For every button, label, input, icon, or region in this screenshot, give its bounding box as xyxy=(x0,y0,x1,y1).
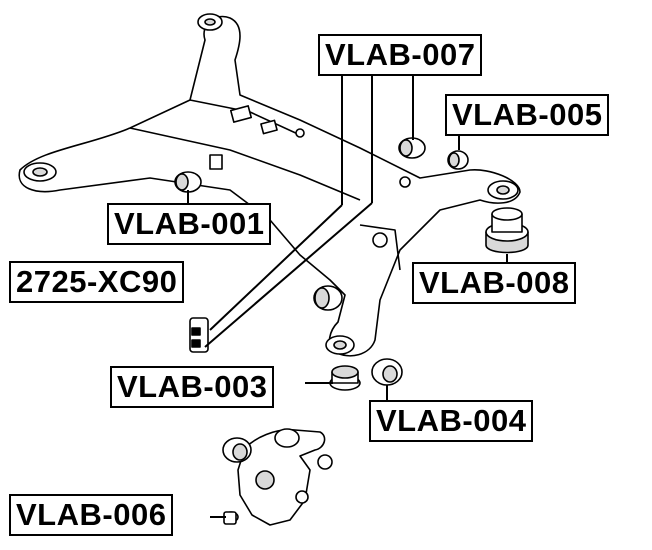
bushing-small-center xyxy=(209,154,223,170)
label-vlab-001: VLAB-001 xyxy=(107,203,272,245)
bushing-vlab-005 xyxy=(447,150,469,170)
label-vlab-005: VLAB-005 xyxy=(445,94,610,136)
bushing-vlab-008 xyxy=(485,207,529,254)
leader-lines xyxy=(187,76,508,518)
label-2725-xc90: 2725-XC90 xyxy=(9,261,185,303)
label-vlab-006: VLAB-006 xyxy=(9,494,174,536)
bushing-vlab-003 xyxy=(329,365,361,391)
bushing-vlab-004 xyxy=(371,358,403,386)
label-vlab-008: VLAB-008 xyxy=(412,262,577,304)
label-vlab-007: VLAB-007 xyxy=(318,34,483,76)
label-vlab-004: VLAB-004 xyxy=(369,400,534,442)
bushing-2725-xc90 xyxy=(189,317,209,353)
bushing-large-center xyxy=(313,285,343,311)
subframe-crossmember xyxy=(18,15,521,357)
label-vlab-003: VLAB-003 xyxy=(110,366,275,408)
knuckle-assembly xyxy=(222,428,333,526)
bushing-vlab-001 xyxy=(174,171,202,193)
bushing-vlab-007 xyxy=(398,137,426,159)
